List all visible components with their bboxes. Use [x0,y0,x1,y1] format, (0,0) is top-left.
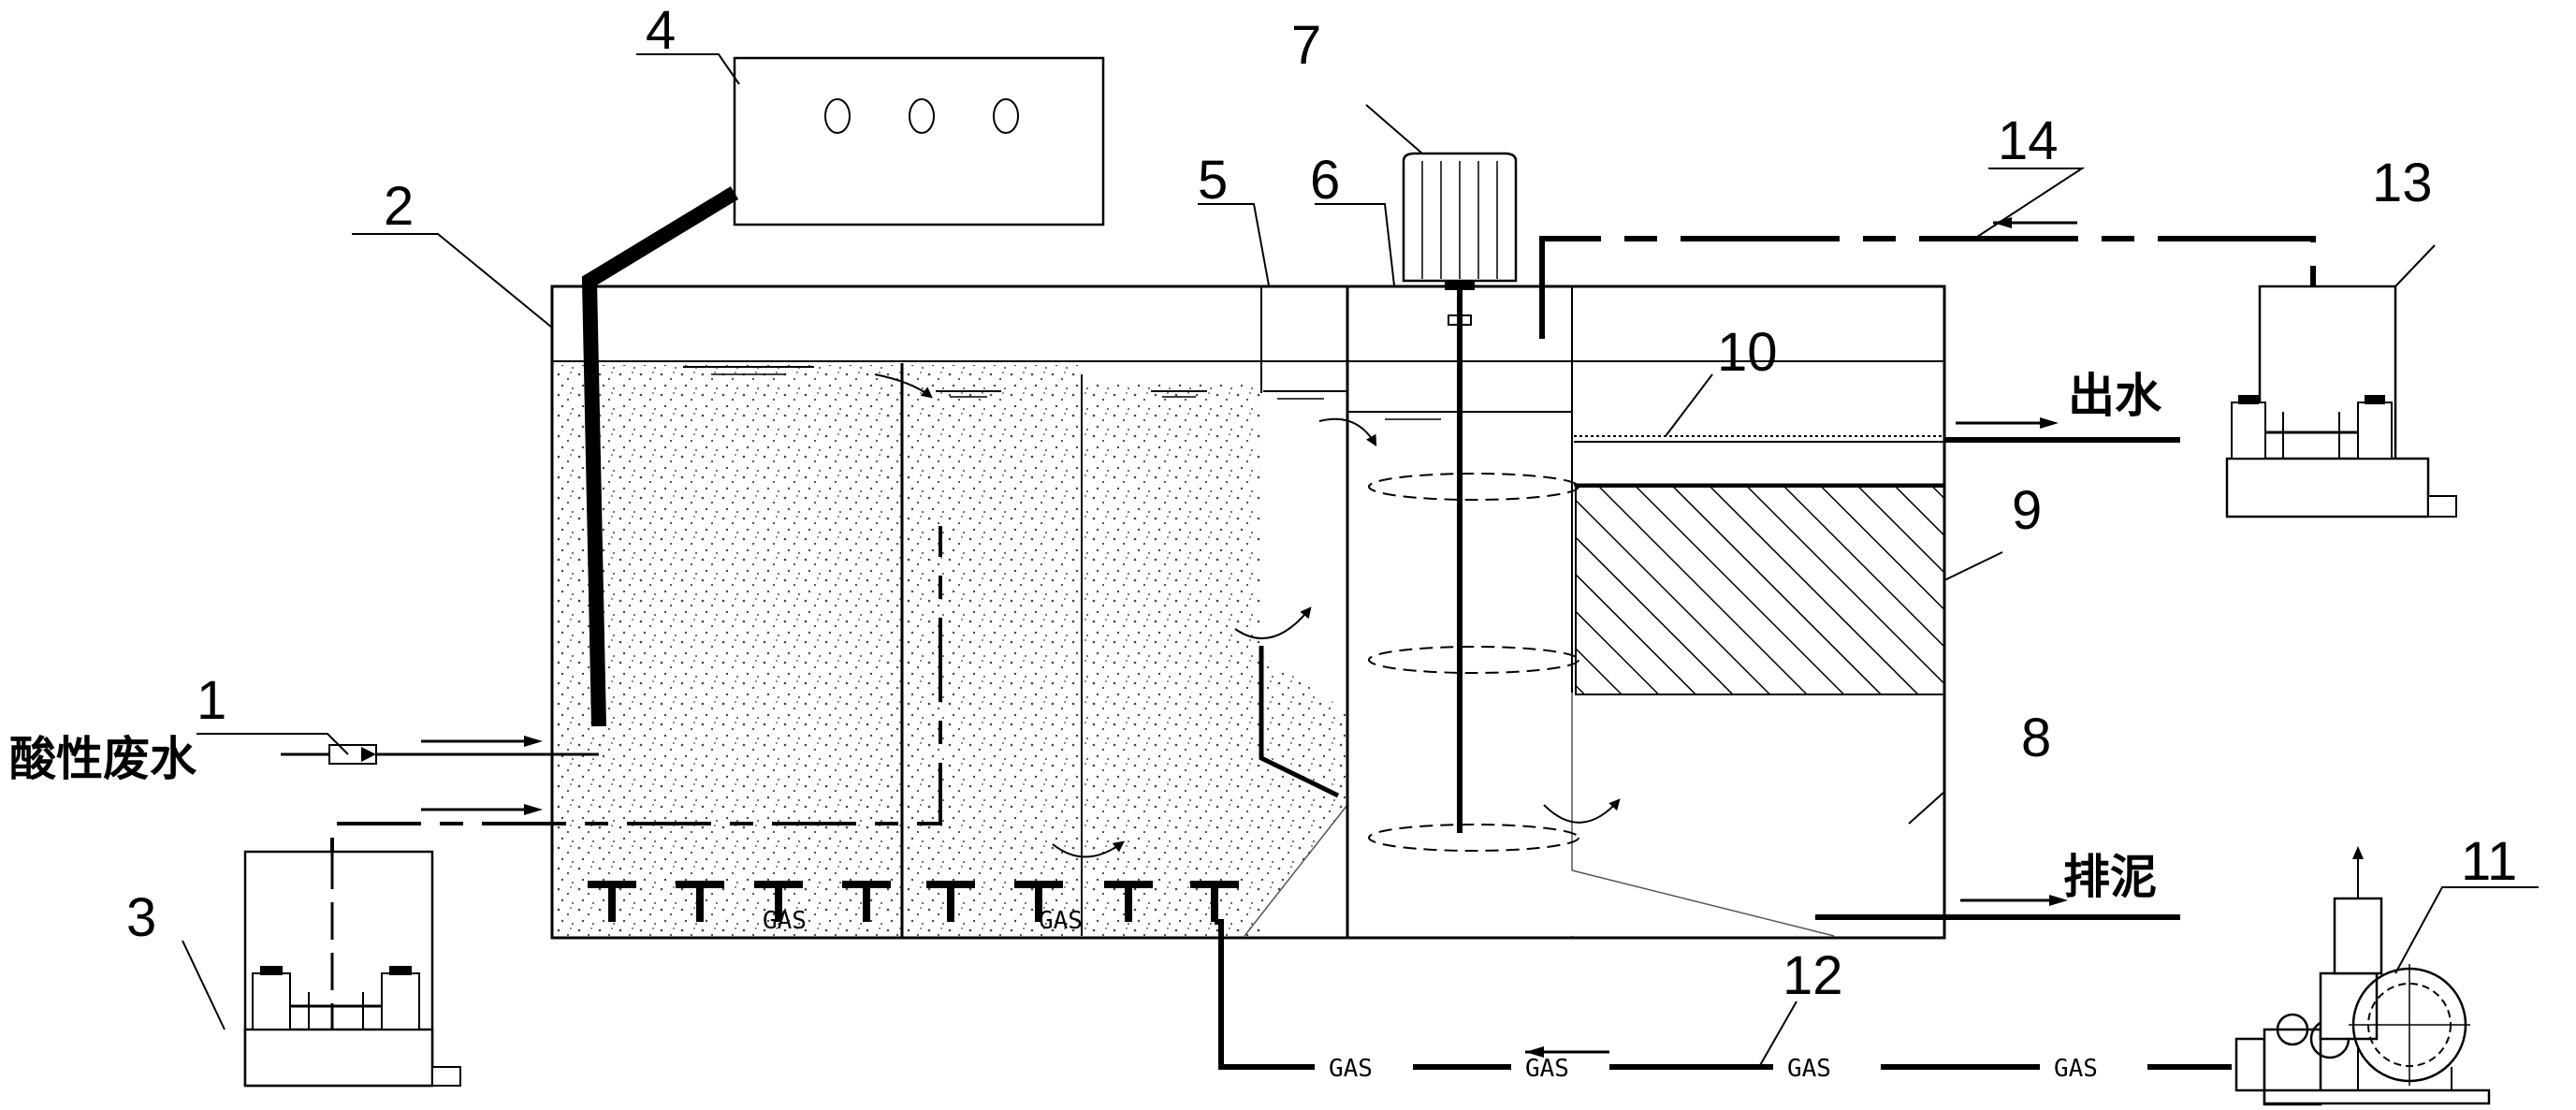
gas-text-main-2: GAS [1525,1055,1569,1083]
part-numbers: 1 2 3 4 5 6 7 8 9 10 11 12 13 14 [126,0,2517,1006]
label-3: 3 [126,887,156,948]
inlet-pipe [281,736,599,765]
internal-flow-arrows [874,373,1621,858]
label-7: 7 [1291,15,1321,76]
inclined-plate-pack [1575,486,1945,695]
sludge-label: 排泥 [2063,850,2157,904]
aeration-diffusers [588,881,1315,1070]
stream-labels: 酸性废水 出水 排泥 GAS GAS GAS GAS GAS GAS [9,369,2162,1083]
label-6: 6 [1310,150,1340,211]
reactor-compartment-1 [554,363,904,938]
reactor-compartment-3 [1084,382,1347,936]
gas-text-tank-1: GAS [763,907,807,935]
label-11: 11 [2461,831,2517,892]
leader-lines [182,53,2539,1068]
electrode-probe [581,186,739,727]
sludge-pipe [1815,895,2180,920]
label-2: 2 [384,176,414,237]
label-13: 13 [2372,153,2433,213]
gas-main [1413,1046,2232,1070]
outlet-label: 出水 [2068,369,2162,423]
air-blower [2234,846,2491,1106]
transfer-baffle [1244,286,1349,938]
label-5: 5 [1198,150,1228,211]
return-pipe [1539,217,2316,402]
label-8: 8 [2021,708,2051,768]
gas-text-tank-2: GAS [1039,907,1083,935]
control-box [733,56,1105,226]
label-12: 12 [1783,945,1843,1006]
label-9: 9 [2012,480,2042,541]
gas-text-main-3: GAS [1787,1055,1831,1083]
inlet-label: 酸性废水 [9,732,197,786]
gas-text-main-4: GAS [2054,1055,2098,1083]
outlet-pipe [1944,417,2180,443]
label-4: 4 [646,0,676,61]
label-10: 10 [1717,322,1778,383]
label-1: 1 [196,670,226,731]
gas-text-main-1: GAS [1329,1055,1373,1083]
clarifier-zone [1574,435,1945,695]
reactor-compartment-2 [904,365,1083,936]
label-14: 14 [1998,110,2059,171]
return-pump-skid [2225,285,2457,518]
dosing-pump-skid [243,850,461,1088]
